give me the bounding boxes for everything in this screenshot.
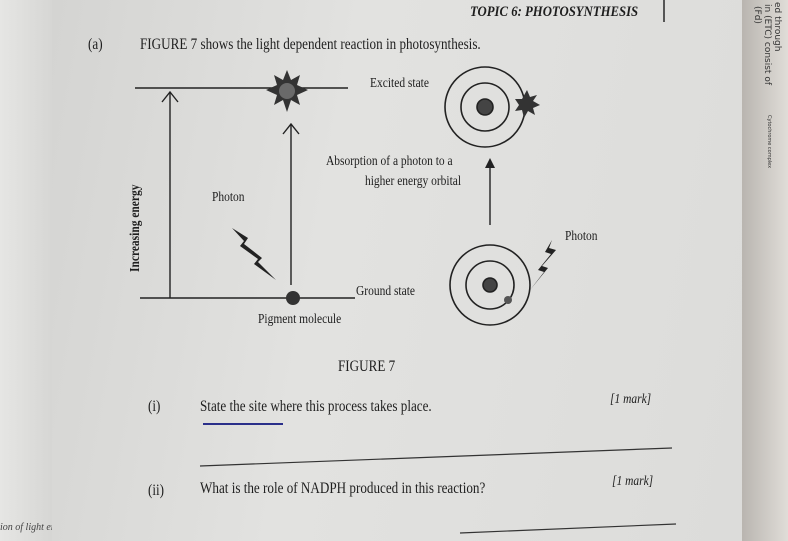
- question-intro: FIGURE 7 shows the light dependent react…: [140, 36, 481, 53]
- ground-electron: [286, 291, 300, 305]
- absorption-label: Absorption of a photon to a: [326, 154, 453, 169]
- subquestion-label: (ii): [148, 482, 165, 499]
- part-label: (a): [88, 36, 103, 53]
- orbit-electron: [504, 296, 512, 304]
- ground-atom-icon: [449, 244, 531, 326]
- pigment-label: Pigment molecule: [258, 312, 342, 327]
- adjacent-left-page: ion of light en: [0, 0, 56, 541]
- subquestion-text: What is the role of NADPH produced in th…: [200, 480, 486, 497]
- marks-label: [1 mark]: [612, 474, 654, 489]
- excited-atom-icon: [444, 66, 526, 148]
- answer-line-ii: [459, 523, 677, 534]
- photon-label-2: Photon: [565, 229, 598, 244]
- photon-lightning-icon: [232, 228, 276, 280]
- photon-lightning-icon-2: [530, 240, 556, 290]
- absorption-arrowhead: [282, 122, 300, 135]
- energy-axis-label: Increasing energy: [128, 184, 143, 272]
- orbital-arrow: [485, 158, 495, 168]
- excited-electron-star-icon-2: [515, 90, 540, 118]
- figure-caption: FIGURE 7: [338, 358, 396, 375]
- header-divider: [663, 0, 665, 22]
- energy-arrowhead: [161, 90, 179, 103]
- absorption-label-2: higher energy orbital: [365, 174, 462, 189]
- excited-state-label: Excited state: [370, 76, 429, 91]
- adjacent-right-page: ed through in (ETC) consist of (Fd) Cyto…: [742, 0, 788, 541]
- ground-state-label: Ground state: [356, 284, 415, 299]
- photon-label: Photon: [212, 190, 245, 205]
- excited-electron-star-icon: [266, 70, 308, 112]
- subquestion-text: State the site where this process takes …: [200, 398, 432, 415]
- topic-header: TOPIC 6: PHOTOSYNTHESIS: [470, 4, 639, 20]
- subquestion-label: (i): [148, 398, 161, 415]
- answer-line-i: [199, 447, 673, 467]
- worksheet-page: [52, 0, 742, 541]
- left-page-fragment: ion of light en: [0, 522, 56, 533]
- marks-label: [1 mark]: [610, 392, 652, 407]
